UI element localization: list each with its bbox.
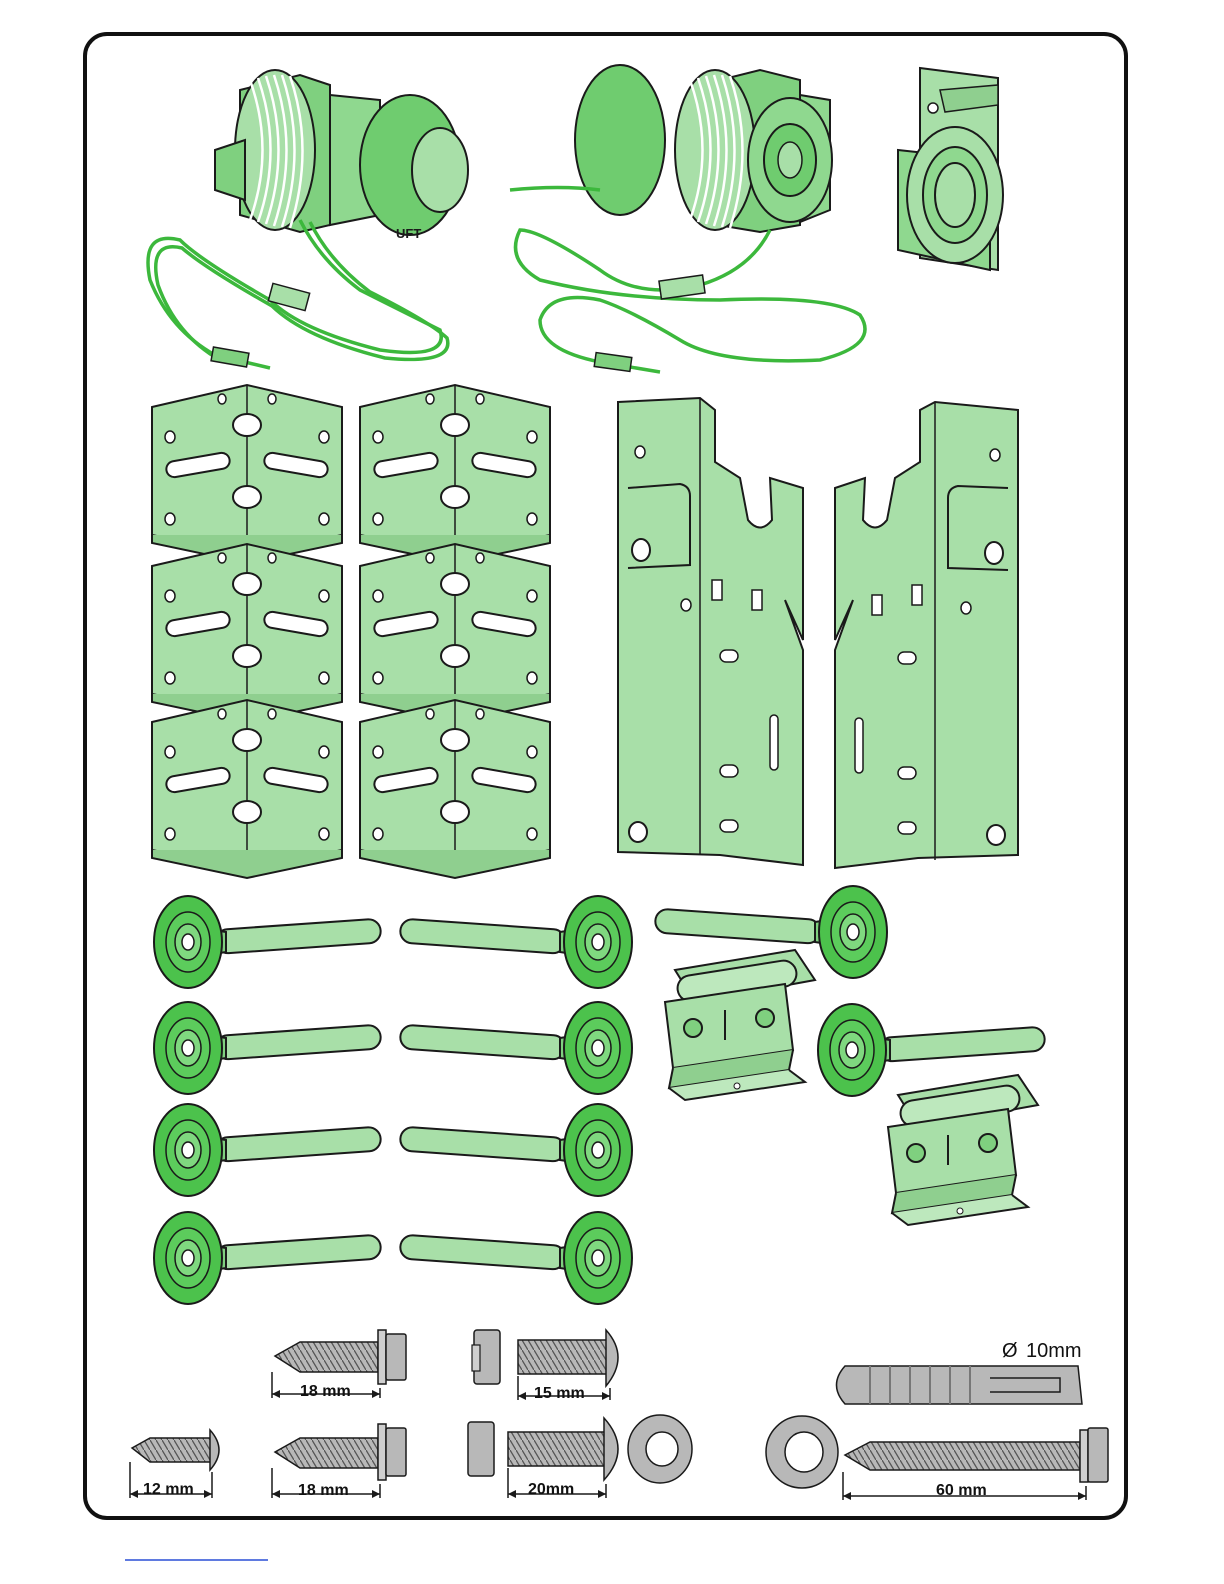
washer-small bbox=[628, 1415, 692, 1483]
dim-15mm: 15 mm bbox=[534, 1385, 585, 1402]
dim-anchor-diameter: 10mm bbox=[1026, 1340, 1082, 1362]
dim-20mm: 20mm bbox=[528, 1481, 574, 1498]
angle-bracket-5 bbox=[152, 700, 342, 878]
hex-nut-bottom bbox=[468, 1422, 494, 1476]
angle-bracket-1 bbox=[152, 385, 342, 563]
angle-bracket-4 bbox=[360, 544, 550, 722]
drum-label: UFT bbox=[396, 226, 421, 241]
dim-18mm-bottom: 18 mm bbox=[298, 1482, 349, 1499]
washer-large bbox=[766, 1416, 838, 1488]
angle-bracket-2 bbox=[360, 385, 550, 563]
angle-bracket-6 bbox=[360, 700, 550, 878]
dim-60mm: 60 mm bbox=[936, 1482, 987, 1499]
dim-18mm-top: 18 mm bbox=[300, 1383, 351, 1400]
dim-12mm: 12 mm bbox=[143, 1481, 194, 1498]
cable-drum-right bbox=[575, 65, 832, 232]
flange-nut-top bbox=[472, 1330, 500, 1384]
angle-bracket-3 bbox=[152, 544, 342, 722]
anchor-diameter-symbol: Ø bbox=[1002, 1340, 1018, 1362]
